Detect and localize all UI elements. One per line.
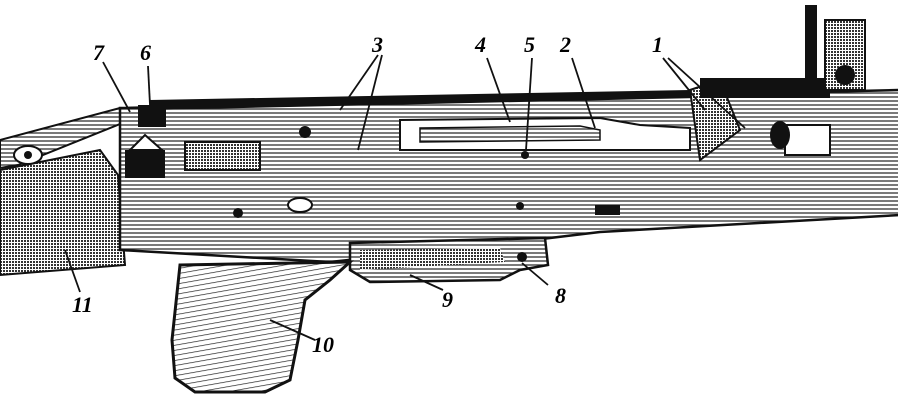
- trigger-guard: [348, 236, 550, 284]
- callout-10: 10: [312, 332, 334, 357]
- callout-7: 7: [93, 40, 105, 65]
- leader-lines: [64, 54, 746, 341]
- receiver-body: [118, 5, 898, 264]
- callout-9: 9: [442, 287, 453, 312]
- callout-1: 1: [652, 32, 663, 57]
- callout-labels: 1 2 3 4 5 6 7 8 9 10 11: [72, 32, 663, 357]
- callout-2: 2: [559, 32, 571, 57]
- pistol-grip: [170, 260, 354, 394]
- callout-4: 4: [474, 32, 486, 57]
- callout-3: 3: [371, 32, 383, 57]
- callout-5: 5: [524, 32, 535, 57]
- callout-11: 11: [72, 292, 93, 317]
- callout-6: 6: [140, 40, 151, 65]
- stock-section: [0, 106, 132, 277]
- callout-8: 8: [555, 283, 566, 308]
